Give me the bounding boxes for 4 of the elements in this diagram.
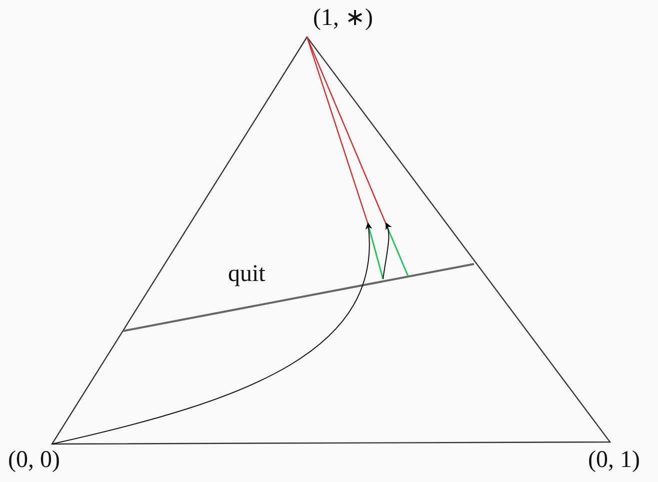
vertex-label: (0, 0) bbox=[8, 448, 60, 472]
region-label: quit bbox=[228, 262, 266, 286]
vertex-label: (1, ∗) bbox=[313, 6, 373, 30]
vertex-label: (0, 1) bbox=[588, 448, 640, 472]
